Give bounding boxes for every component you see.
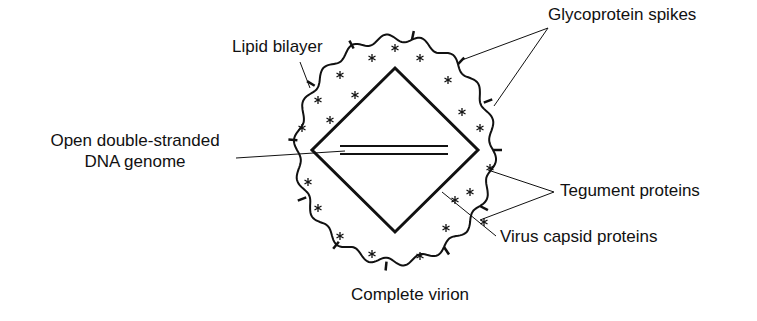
tegument-mark <box>327 118 334 122</box>
tegument-mark <box>481 220 488 224</box>
part-label: Virus capsid proteins <box>500 226 740 247</box>
part-label: Open double-stranded DNA genome <box>40 130 230 172</box>
glycoprotein-spikes <box>288 31 502 271</box>
tegument-mark <box>337 234 344 238</box>
tegument-mark <box>337 73 344 77</box>
spike <box>493 149 502 152</box>
spike <box>458 58 464 64</box>
tegument-mark <box>477 126 484 130</box>
tegument-mark <box>315 206 322 210</box>
spike <box>298 197 306 200</box>
lipid-bilayer-outline <box>294 35 496 266</box>
tegument-mark <box>417 254 424 258</box>
spike <box>288 138 297 141</box>
spike <box>480 206 488 210</box>
dna-strand <box>340 145 448 147</box>
tegument-mark <box>487 166 494 170</box>
spike <box>349 41 353 49</box>
tegument-mark <box>445 78 452 82</box>
spike <box>412 31 414 40</box>
tegument-mark <box>305 180 312 184</box>
leader-lines <box>236 28 554 236</box>
tegument-mark <box>369 56 376 60</box>
dna-strand <box>340 153 448 155</box>
spike <box>444 247 449 255</box>
part-label: Tegument proteins <box>560 180 750 201</box>
spike <box>484 99 492 102</box>
spike <box>384 262 387 271</box>
tegument-mark <box>369 252 376 256</box>
tegument-mark <box>315 98 322 102</box>
tegument-mark <box>392 46 399 50</box>
spike <box>333 242 339 249</box>
part-label: Lipid bilayer <box>232 36 362 57</box>
figure-caption: Complete virion <box>310 284 510 305</box>
tegument-mark <box>299 126 306 130</box>
part-label: Glycoprotein spikes <box>548 4 748 25</box>
capsid-diamond <box>312 68 478 232</box>
tegument-mark <box>443 226 450 230</box>
tegument-mark <box>467 190 474 194</box>
tegument-mark <box>352 93 359 97</box>
tegument-mark <box>417 56 424 60</box>
tegument-mark <box>459 110 466 114</box>
